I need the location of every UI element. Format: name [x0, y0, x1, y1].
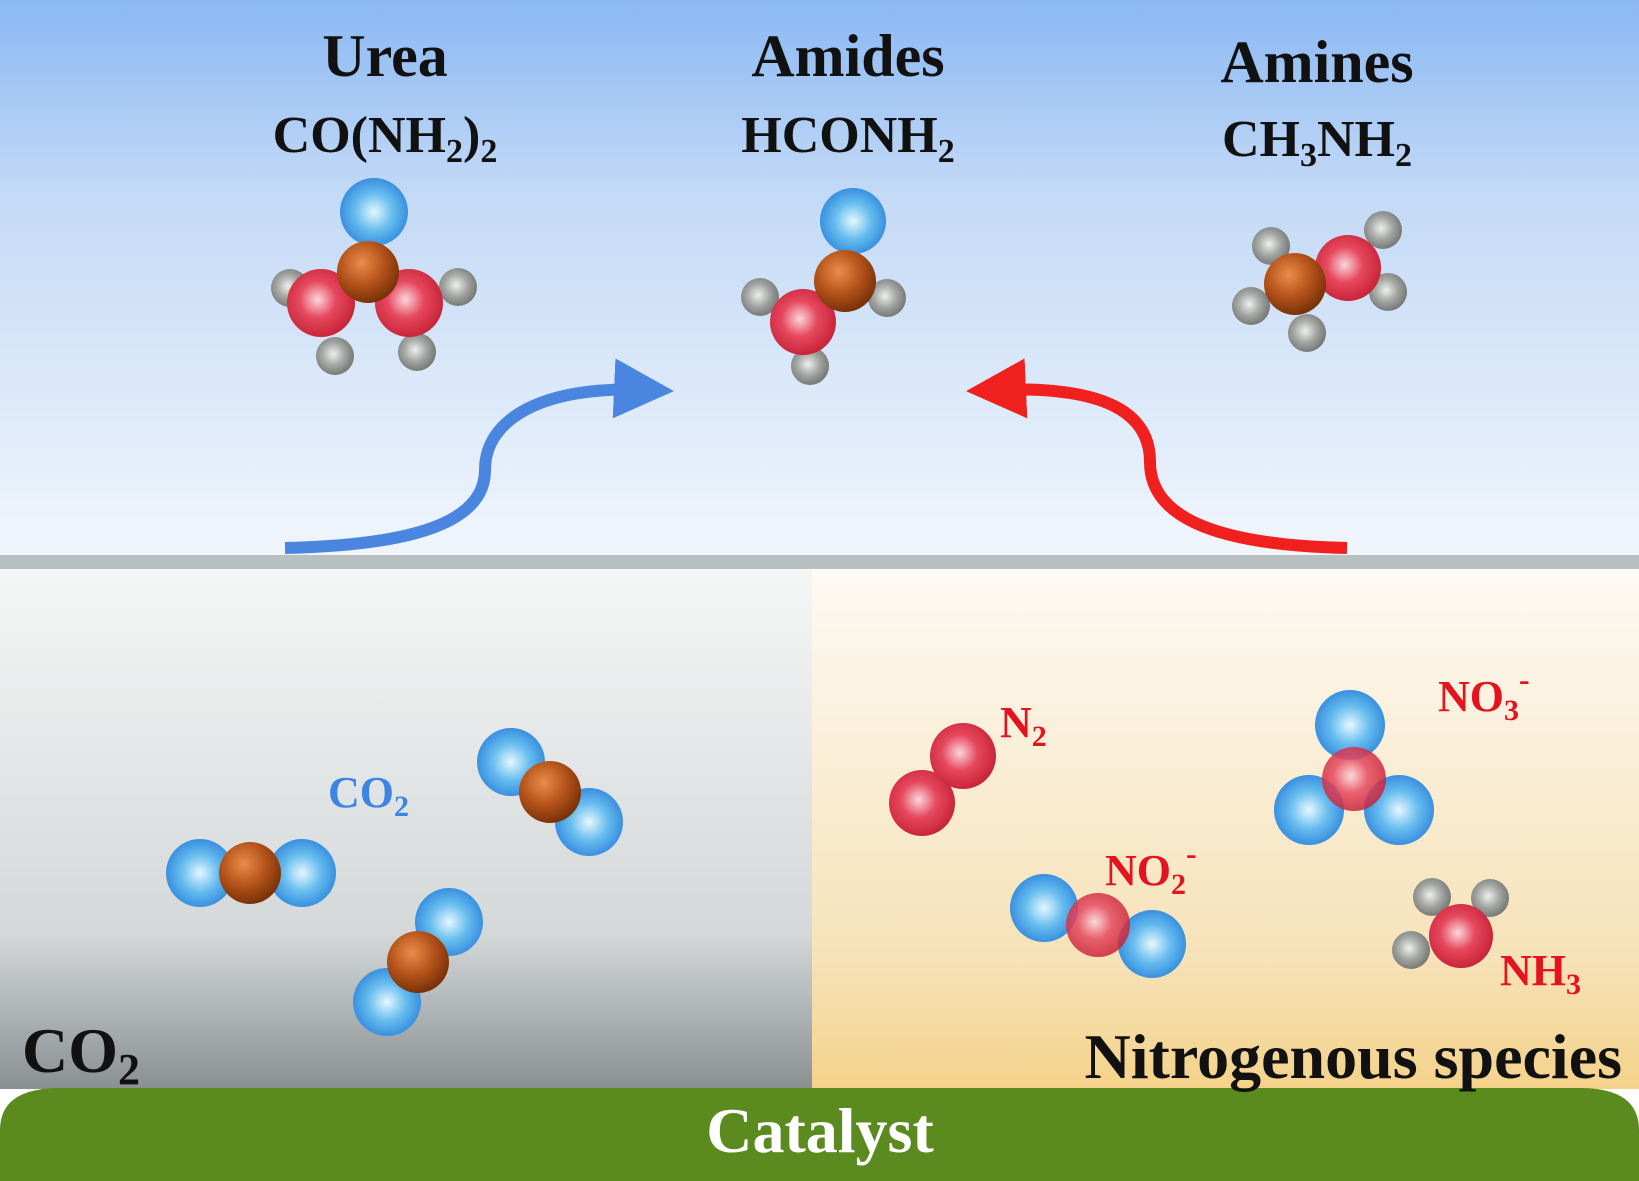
amine-molecule — [1232, 211, 1407, 352]
oxygen-atom — [1315, 690, 1385, 760]
co2-species-label: CO2 — [328, 768, 409, 823]
hydrogen-atom — [1232, 287, 1270, 325]
amides-name: Amides — [751, 23, 944, 89]
amides-formula: HCONH2 — [741, 107, 954, 170]
hydrogen-atom — [1288, 314, 1326, 352]
oxygen-atom — [820, 188, 886, 254]
carbon-atom — [219, 842, 281, 904]
no3-label: NO3- — [1438, 661, 1530, 727]
hydrogen-atom — [741, 278, 779, 316]
urea-name: Urea — [322, 23, 448, 89]
amines-formula: CH3NH2 — [1222, 111, 1412, 174]
co2-molecule — [477, 728, 623, 856]
hydrogen-atom — [1392, 931, 1430, 969]
n2-label: N2 — [1000, 698, 1047, 753]
urea-molecule — [271, 178, 477, 375]
nh3-label: NH3 — [1500, 946, 1581, 1001]
catalyst-label: Catalyst — [706, 1095, 934, 1166]
hydrogen-atom — [1413, 878, 1451, 916]
hydrogen-atom — [868, 279, 906, 317]
oxygen-atom — [1010, 874, 1078, 942]
hydrogen-atom — [439, 268, 477, 306]
carbon-atom — [387, 931, 449, 993]
co2-region-label: CO2 — [22, 1015, 140, 1094]
carbon-atom — [337, 241, 399, 303]
co2-arrow — [284, 358, 674, 554]
oxygen-atom — [1118, 910, 1186, 978]
nitrogen-region-label: Nitrogenous species — [1085, 1021, 1622, 1092]
nitrogen-atom — [889, 770, 955, 836]
hydrogen-atom — [1471, 879, 1509, 917]
urea-formula: CO(NH2)2 — [273, 107, 498, 170]
nh3-molecule — [1392, 878, 1509, 969]
catalyst-bar — [0, 1088, 1639, 1181]
no3-molecule — [1274, 690, 1434, 845]
co2-molecule — [166, 839, 336, 907]
carbon-atom — [814, 250, 876, 312]
n2-molecule — [889, 723, 996, 836]
nitrogen-atom — [770, 289, 836, 355]
hydrogen-atom — [791, 347, 829, 385]
hydrogen-atom — [1369, 273, 1407, 311]
nitrogen-atom — [1429, 904, 1493, 968]
nitrogen-atom — [1322, 747, 1386, 811]
nitrogen-atom — [930, 723, 996, 789]
co2-molecule — [353, 888, 483, 1036]
nitrogen-atom — [1315, 235, 1381, 301]
carbon-atom — [1264, 253, 1326, 315]
amines-name: Amines — [1220, 29, 1413, 95]
nitrogen-atom — [1066, 893, 1130, 957]
amide-molecule — [741, 188, 906, 385]
oxygen-atom — [340, 178, 408, 246]
nitrogen-region — [812, 569, 1639, 1089]
divider-line — [0, 555, 1639, 569]
nitrogen-atom — [287, 269, 355, 337]
no2-label: NO2- — [1105, 835, 1197, 901]
no2-molecule — [1010, 874, 1186, 978]
nitrogen-arrow — [966, 358, 1348, 554]
hydrogen-atom — [398, 333, 436, 371]
carbon-atom — [519, 761, 581, 823]
hydrogen-atom — [316, 337, 354, 375]
oxygen-atom — [166, 839, 234, 907]
hydrogen-atom — [1252, 227, 1290, 265]
oxygen-atom — [268, 839, 336, 907]
hydrogen-atom — [1364, 211, 1402, 249]
